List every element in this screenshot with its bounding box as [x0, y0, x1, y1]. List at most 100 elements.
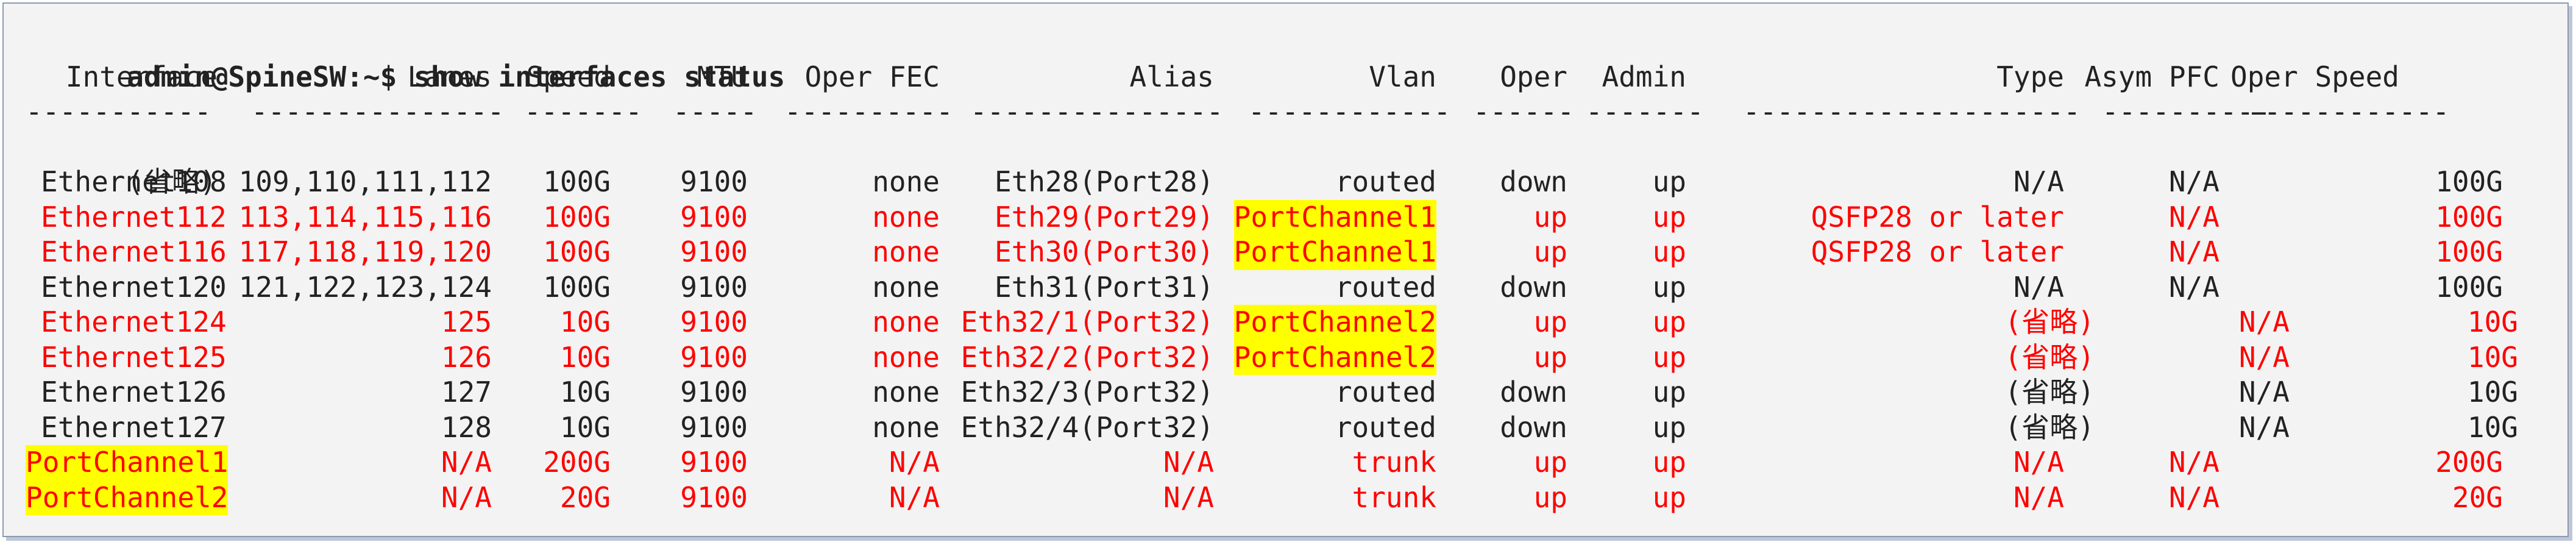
asym-pfc-cell: N/A: [2238, 410, 2290, 444]
admin-cell: up: [1652, 480, 1686, 514]
interface-cell: Ethernet127: [41, 410, 227, 444]
mtu-cell: 9100: [680, 200, 748, 234]
column-separator: ----------: [784, 95, 953, 128]
oper-cell: down: [1500, 410, 1567, 444]
alias-cell: Eth31(Port31): [994, 270, 1214, 304]
interface-cell: Ethernet120: [41, 270, 227, 304]
column-separator: ------: [1473, 95, 1575, 128]
alias-cell: Eth32/3(Port32): [960, 376, 1214, 408]
speed-cell: 10G: [559, 410, 611, 444]
interface-cell: Ethernet112: [41, 200, 227, 234]
alias-cell: Eth30(Port30): [994, 235, 1214, 268]
speed-cell: 100G: [543, 235, 611, 268]
lanes-cell: 117,118,119,120: [238, 235, 492, 268]
speed-cell: 20G: [559, 480, 611, 514]
column-separator: ---------------: [251, 95, 505, 128]
oper-cell: up: [1533, 480, 1567, 514]
column-header: Asym PFC: [2084, 60, 2219, 93]
type-cell: (省略): [2004, 305, 2095, 338]
fec-cell: none: [872, 235, 940, 268]
column-header: Vlan: [1369, 60, 1436, 93]
column-separator: ------------: [1248, 95, 1451, 128]
vlan-cell: routed: [1335, 165, 1436, 198]
admin-cell: up: [1652, 305, 1686, 338]
oper-speed-cell: 10G: [2467, 410, 2518, 444]
mtu-cell: 9100: [680, 305, 748, 338]
speed-cell: 100G: [543, 200, 611, 234]
lanes-cell: 113,114,115,116: [238, 200, 492, 234]
lanes-cell: N/A: [441, 480, 492, 514]
oper-cell: up: [1533, 200, 1567, 234]
admin-cell: up: [1652, 410, 1686, 444]
admin-cell: up: [1652, 340, 1686, 374]
vlan-cell: PortChannel2: [1233, 305, 1436, 340]
type-cell: N/A: [2013, 446, 2064, 479]
fec-cell: N/A: [889, 446, 940, 479]
fec-cell: none: [872, 270, 940, 304]
mtu-cell: 9100: [680, 376, 748, 408]
command-line: admin@SpineSW:~$ show interfaces status: [26, 24, 2555, 93]
type-cell: N/A: [2013, 165, 2064, 198]
column-separator: -------: [1586, 95, 1704, 128]
oper-cell: down: [1500, 270, 1567, 304]
oper-speed-cell: 100G: [2435, 235, 2503, 268]
terminal-output: admin@SpineSW:~$ show interfaces status …: [26, 24, 2555, 515]
table-separator: ----------------------------------------…: [26, 94, 2555, 130]
mtu-cell: 9100: [680, 165, 748, 198]
speed-cell: 10G: [559, 376, 611, 408]
fec-cell: N/A: [889, 480, 940, 514]
interface-cell: Ethernet125: [41, 340, 227, 374]
fec-cell: none: [872, 376, 940, 408]
column-separator: -----------: [26, 95, 211, 128]
vlan-cell: routed: [1335, 270, 1436, 304]
alias-cell: N/A: [1163, 480, 1214, 514]
oper-cell: down: [1500, 376, 1567, 408]
column-header: Interface: [65, 60, 218, 93]
speed-cell: 200G: [543, 446, 611, 479]
interface-cell: Ethernet124: [41, 305, 227, 338]
mtu-cell: 9100: [680, 480, 748, 514]
interface-cell: Ethernet116: [41, 235, 227, 268]
vlan-cell: PortChannel1: [1233, 199, 1436, 235]
asym-pfc-cell: N/A: [2168, 165, 2219, 198]
vlan-cell: PortChannel1: [1233, 235, 1436, 270]
mtu-cell: 9100: [680, 446, 748, 479]
command-prompt: admin@SpineSW:~$ show interfaces status: [127, 60, 786, 93]
alias-cell: N/A: [1163, 446, 1214, 479]
admin-cell: up: [1652, 200, 1686, 234]
type-cell: QSFP28 or later: [1811, 235, 2064, 268]
interface-cell: PortChannel2: [26, 480, 229, 515]
lanes-cell: 125: [441, 305, 492, 338]
speed-cell: 100G: [543, 165, 611, 198]
oper-cell: up: [1533, 340, 1567, 374]
fec-cell: none: [872, 340, 940, 374]
type-cell: (省略): [2004, 340, 2095, 374]
oper-speed-cell: 200G: [2435, 446, 2503, 479]
column-separator: ------------: [2247, 95, 2450, 128]
column-separator: ---------------: [970, 95, 1224, 128]
asym-pfc-cell: N/A: [2168, 235, 2219, 268]
oper-speed-cell: 100G: [2435, 165, 2503, 198]
lanes-cell: N/A: [441, 446, 492, 479]
type-cell: N/A: [2013, 480, 2064, 514]
vlan-cell: PortChannel2: [1233, 340, 1436, 375]
admin-cell: up: [1652, 376, 1686, 408]
admin-cell: up: [1652, 446, 1686, 479]
type-cell: (省略): [2004, 410, 2095, 444]
alias-cell: Eth32/4(Port32): [960, 410, 1214, 444]
asym-pfc-cell: N/A: [2168, 480, 2219, 514]
speed-cell: 10G: [559, 340, 611, 374]
oper-speed-cell: 10G: [2467, 376, 2518, 408]
vlan-cell: routed: [1335, 376, 1436, 408]
oper-speed-cell: 100G: [2435, 200, 2503, 234]
lanes-cell: 128: [441, 410, 492, 444]
admin-cell: up: [1652, 235, 1686, 268]
mtu-cell: 9100: [680, 340, 748, 374]
